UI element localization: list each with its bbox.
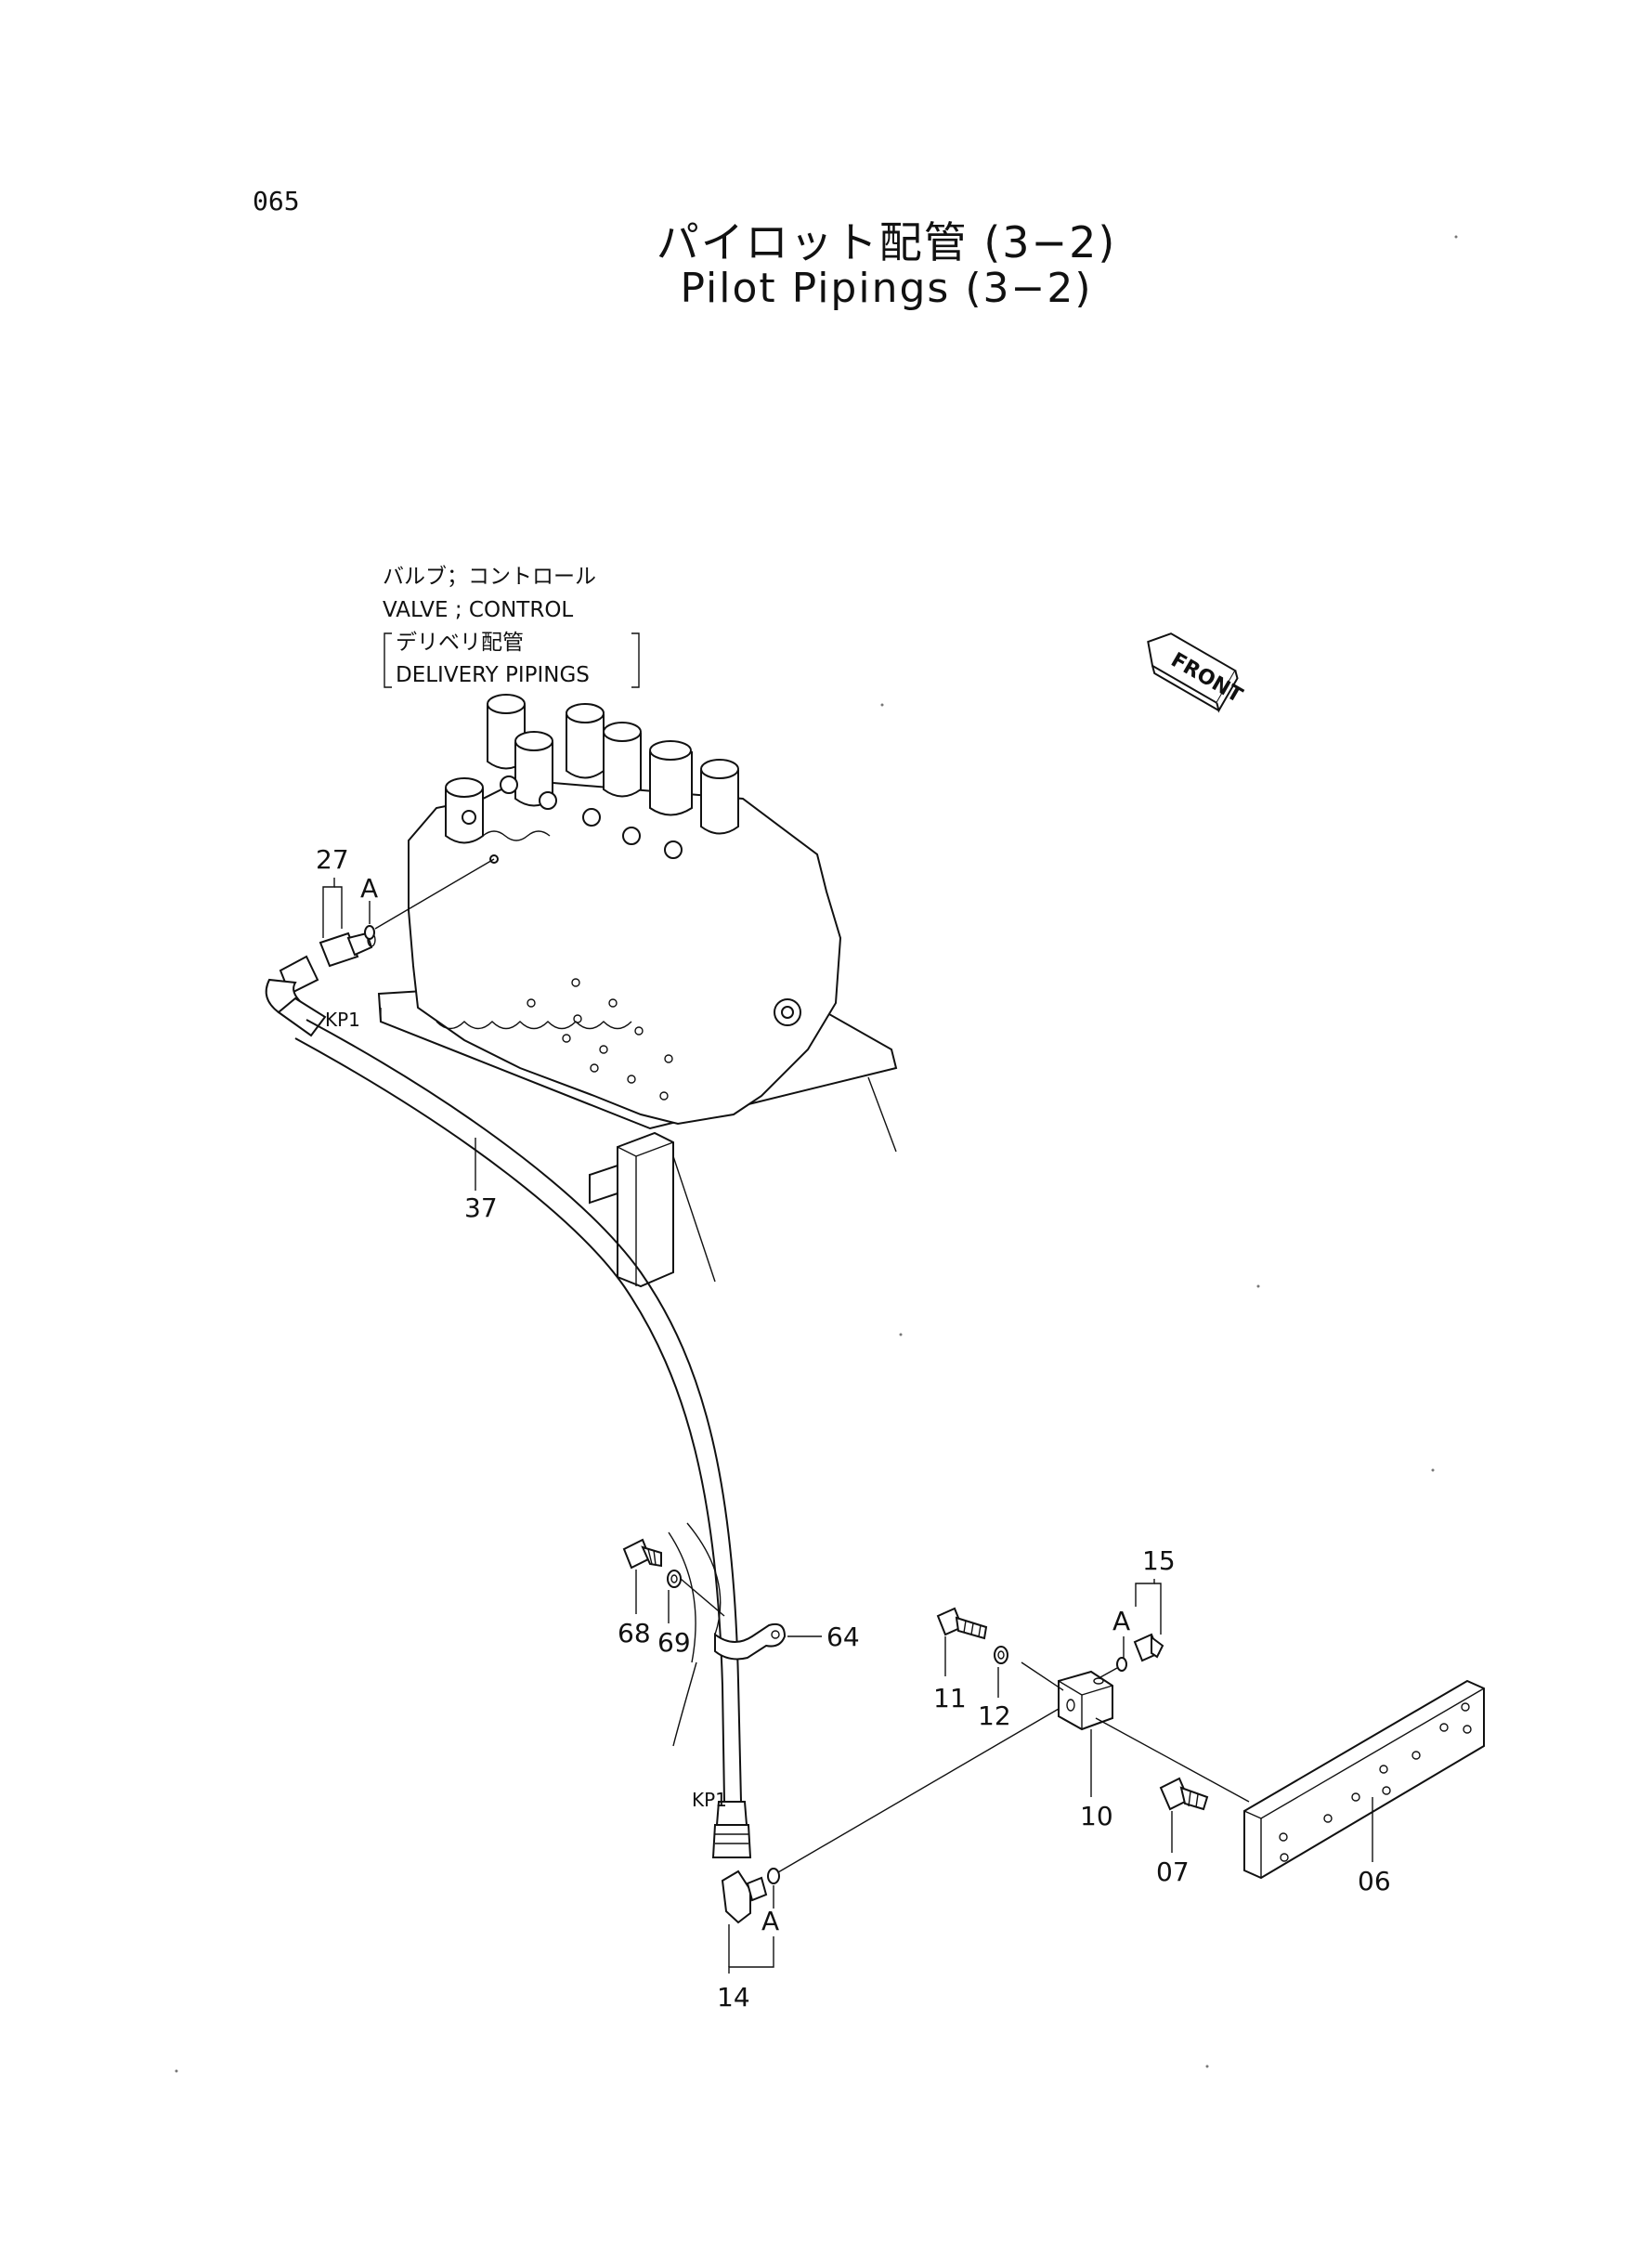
- valve-spool-3: [566, 714, 605, 779]
- washer-12: [994, 1646, 1008, 1664]
- callout-11: 11: [933, 1683, 967, 1713]
- bolt-11: [936, 1607, 988, 1640]
- bolt-68: [622, 1538, 662, 1570]
- hose-37-top-fitting: [265, 955, 327, 1037]
- note-line-jp-valve: バルブ；コントロール: [383, 565, 596, 589]
- port-label-kp1-top: KP1: [325, 1009, 360, 1031]
- o-ring-a-top: [364, 925, 375, 940]
- scan-specks: [175, 235, 1458, 2073]
- note-line-en-delivery: DELIVERY PIPINGS: [396, 663, 590, 687]
- callout-69: 69: [657, 1627, 691, 1658]
- callout-37: 37: [464, 1192, 498, 1223]
- o-ring-a-bottom: [767, 1868, 780, 1884]
- valve-support-line: [867, 1076, 897, 1153]
- callout-12: 12: [978, 1700, 1011, 1731]
- o-ring-a-right: [1116, 1657, 1127, 1672]
- block-10: [1021, 1661, 1250, 1803]
- hose-37-bottom-fitting: [711, 1801, 752, 1858]
- callout-27: 27: [316, 844, 349, 875]
- part-27-adapter: [319, 858, 495, 968]
- page-title-japanese: パイロット配管 (3−2): [656, 217, 1117, 267]
- page-number: 065: [253, 186, 300, 216]
- control-valve: [377, 694, 898, 1288]
- callout-10: 10: [1080, 1801, 1113, 1831]
- callout-14: 14: [717, 1982, 750, 2013]
- note-line-en-valve: VALVE ; CONTROL: [383, 598, 573, 622]
- valve-spool-6: [700, 770, 739, 835]
- clamp-64: [668, 1522, 787, 1747]
- note-line-jp-delivery: デリベリ配管: [396, 631, 524, 655]
- valve-block: [408, 778, 842, 1126]
- callout-07: 07: [1156, 1857, 1190, 1887]
- callout-06: 06: [1358, 1866, 1391, 1896]
- valve-spool-4: [603, 733, 642, 798]
- bolt-07: [1159, 1777, 1209, 1811]
- callout-15: 15: [1142, 1545, 1176, 1576]
- page-title-english: Pilot Pipings (3−2): [680, 265, 1093, 312]
- note-bracket-left: [384, 632, 392, 688]
- port-label-kp1-bottom: KP1: [692, 1789, 727, 1811]
- elbow-14: [721, 1708, 1060, 1924]
- valve-bracket-post: [617, 1131, 674, 1288]
- plate-holes: [1279, 1702, 1472, 1862]
- callout-68: 68: [618, 1618, 651, 1648]
- plug-15: [1099, 1633, 1164, 1678]
- plate-06: [1243, 1679, 1485, 1880]
- washer-69: [667, 1570, 725, 1617]
- callout-a-right: A: [1112, 1606, 1130, 1636]
- valve-bolt-holes: [527, 978, 673, 1101]
- callout-a-bottom: A: [761, 1906, 779, 1936]
- callout-64: 64: [826, 1622, 860, 1652]
- control-valve-note: バルブ；コントロール VALVE ; CONTROL デリベリ配管 DELIVE…: [383, 565, 640, 688]
- front-arrow-icon: FRONT: [1147, 632, 1246, 713]
- valve-spool-5: [649, 751, 693, 816]
- callout-a-top: A: [360, 873, 378, 904]
- note-bracket-right: [631, 632, 640, 688]
- hose-37: [294, 1019, 742, 1803]
